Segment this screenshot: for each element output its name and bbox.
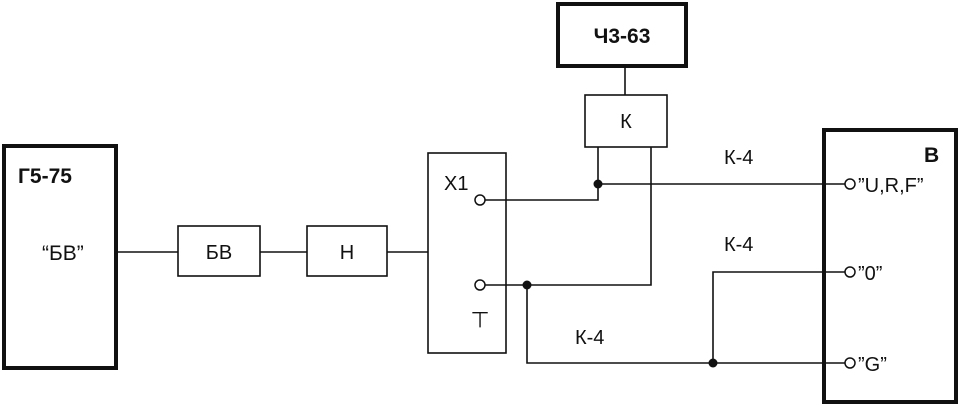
ground-symbol: ⊥ [470, 307, 489, 332]
meter-terminal-zero: ”0” [858, 263, 882, 285]
junction-dot [593, 179, 603, 189]
generator-block [2, 144, 118, 370]
bv-block-label: БВ [206, 242, 232, 264]
meter-terminal-g: ”G” [858, 354, 887, 376]
junction-dot [522, 280, 532, 290]
meter-terminal-urf: ”U,R,F” [858, 175, 924, 197]
terminal-circle [844, 266, 856, 278]
h-block [306, 225, 388, 277]
cable-label-middle: К-4 [724, 234, 753, 256]
junction-dot [708, 358, 718, 368]
wire-ground-meter [526, 285, 845, 364]
wire-k-ground [527, 147, 652, 286]
wire-x1-signal [485, 147, 599, 201]
k-block-label: К [620, 111, 632, 133]
terminal-circle [844, 357, 856, 369]
terminal-circle [474, 279, 486, 291]
counter-name: Ч3-63 [594, 25, 651, 48]
generator-name: Г5-75 [18, 165, 72, 188]
cable-label-top: К-4 [724, 147, 753, 169]
meter-block [822, 128, 958, 404]
generator-output-label: “БВ” [42, 242, 84, 265]
x1-connector [427, 152, 507, 354]
wire-zero-meter [712, 271, 845, 363]
h-block-label: Н [340, 242, 354, 264]
bv-block [177, 225, 261, 277]
k-block [584, 94, 668, 148]
x1-label: Х1 [444, 173, 468, 195]
terminal-circle [474, 194, 486, 206]
counter-block [556, 2, 688, 68]
meter-name: В [924, 144, 939, 167]
terminal-circle [844, 178, 856, 190]
cable-label-bottom: К-4 [575, 327, 604, 349]
